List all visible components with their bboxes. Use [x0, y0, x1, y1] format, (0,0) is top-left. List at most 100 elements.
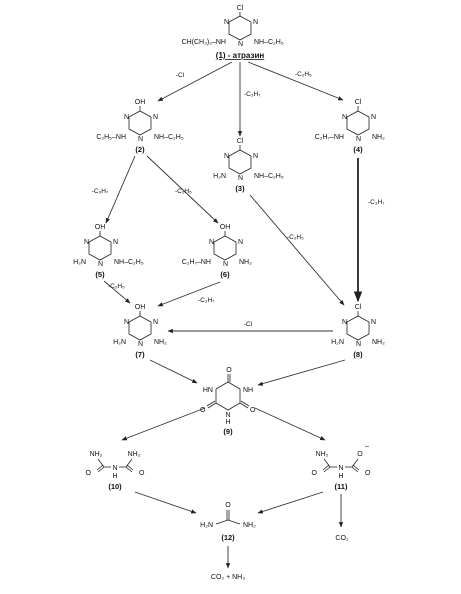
c10-label: (10) — [108, 482, 122, 491]
c1-left-substituent: CH(CH₃)₂–NH — [182, 39, 226, 46]
c3-n: N — [253, 153, 258, 160]
c8-n: N — [356, 341, 361, 348]
label-r1-3: -C₃H₇ — [244, 91, 260, 98]
c1-right-substituent: NH–C₂H₅ — [254, 39, 284, 46]
c11-o: O — [312, 470, 318, 477]
c7-right-substituent: NH₂ — [154, 339, 167, 346]
label-r1-4: -C₂H₅ — [295, 71, 312, 78]
c5-n: N — [98, 261, 103, 268]
c11-o: O — [357, 451, 363, 458]
c9-o: O — [226, 367, 232, 374]
c9-n: N — [225, 412, 230, 419]
c1-n: N — [238, 41, 243, 48]
c4-right-substituent: NH₂ — [372, 134, 385, 141]
c6-oh: OH — [220, 224, 231, 231]
c12-left: H₂N — [200, 522, 213, 529]
c11-charge: – — [365, 443, 369, 450]
c1-n: N — [253, 19, 258, 26]
arrow-11-to-12 — [257, 491, 324, 514]
compound-5: OH N N N H₂N NH–C₂H₅ (5) — [73, 224, 144, 279]
c8-cl: Cl — [355, 304, 362, 311]
c9-h: H — [225, 419, 230, 426]
compound-4: Cl N N N C₂H₇–NH NH₂ (4) — [315, 99, 385, 154]
c10-nh2: NH₂ — [128, 451, 141, 458]
c2-oh: OH — [135, 99, 146, 106]
compound-9-cyanuric-acid: O O O HN NH N H (9) — [200, 367, 256, 436]
c3-right-substituent: NH–C₂H₅ — [254, 173, 284, 180]
c2-n: N — [138, 136, 143, 143]
arrow-10-to-12 — [134, 491, 197, 514]
c11-n: N — [338, 465, 343, 472]
arrow-1-to-2 — [157, 61, 233, 102]
final-products: CO₂ + NH₃ — [211, 574, 245, 581]
compound-6: OH N N N C₂H₇–NH NH₂ (6) — [182, 224, 252, 279]
label-r2-6: -C₂H₅ — [175, 188, 192, 195]
label-r1-2: -Cl — [176, 72, 185, 79]
c2-right-substituent: NH–C₂H₅ — [154, 134, 184, 141]
c10-nh2: NH₂ — [90, 451, 103, 458]
arrow-9-to-11 — [254, 407, 326, 441]
c8-left-substituent: H₂N — [331, 339, 344, 346]
compound-3: Cl N N N H₂N NH–C₂H₅ (3) — [213, 138, 284, 193]
c8-label: (8) — [353, 350, 363, 359]
c9-o: O — [200, 407, 206, 414]
c3-n: N — [238, 175, 243, 182]
c7-label: (7) — [135, 350, 145, 359]
c7-left-substituent: H₂N — [113, 339, 126, 346]
c6-n: N — [209, 239, 214, 246]
c5-oh: OH — [95, 224, 106, 231]
c5-n: N — [84, 239, 89, 246]
c7-n: N — [138, 341, 143, 348]
arrow-7-to-9 — [149, 359, 198, 384]
arrow-5-to-7 — [103, 280, 131, 304]
compound-2: OH N N N C₂H₅–NH NH–C₂H₅ (2) — [96, 99, 183, 154]
compound-8: Cl N N N H₂N NH₂ (8) — [331, 304, 385, 359]
c5-n: N — [113, 239, 118, 246]
compound-11-allophanate: NH₂ – O O O N H (11) — [312, 443, 371, 491]
c4-n: N — [342, 114, 347, 121]
c10-h: H — [112, 473, 117, 480]
c2-n: N — [124, 114, 129, 121]
c6-n: N — [223, 261, 228, 268]
c4-left-substituent: C₂H₇–NH — [315, 134, 344, 141]
c11-label: (11) — [335, 482, 348, 491]
c8-n: N — [342, 319, 347, 326]
arrow-8-to-9 — [257, 359, 346, 386]
c7-n: N — [124, 319, 129, 326]
label-r5-7: -C₂H₅ — [108, 283, 125, 290]
c9-nh: NH — [243, 387, 253, 394]
c9-hn: HN — [203, 387, 213, 394]
c3-label: (3) — [235, 184, 245, 193]
c8-n: N — [371, 319, 376, 326]
c12-right: NH₂ — [243, 522, 256, 529]
c2-left-substituent: C₂H₅–NH — [96, 134, 126, 141]
c7-oh: OH — [135, 304, 146, 311]
c1-label: (1) - атразин — [216, 51, 265, 60]
c6-label: (6) — [220, 270, 230, 279]
compound-10-biuret: NH₂ NH₂ O O N H (10) — [86, 451, 145, 491]
arrow-2-to-6 — [146, 155, 219, 224]
c4-cl: Cl — [355, 99, 362, 106]
c3-n: N — [224, 153, 229, 160]
c10-o: O — [139, 470, 145, 477]
c3-cl: Cl — [237, 138, 244, 145]
c2-label: (2) — [135, 145, 145, 154]
c6-left-substituent: C₂H₇–NH — [182, 259, 211, 266]
c11-o: O — [365, 470, 371, 477]
arrow-2-to-5 — [105, 155, 136, 224]
c6-n: N — [238, 239, 243, 246]
arrow-9-to-10 — [121, 407, 206, 441]
compound-12-urea: O H₂N NH₂ (12) — [200, 502, 256, 542]
c2-n: N — [153, 114, 158, 121]
label-r4-8: -C₃H₇ — [368, 199, 384, 206]
co2-product: CO₂ — [335, 535, 349, 542]
label-r3-8: -C₂H₅ — [287, 234, 304, 241]
c11-h: H — [338, 473, 343, 480]
c10-n: N — [112, 465, 117, 472]
c1-cl: Cl — [237, 5, 244, 12]
compound-7: OH N N N H₂N NH₂ (7) — [113, 304, 167, 359]
c9-o: O — [250, 407, 256, 414]
c3-left-substituent: H₂N — [213, 173, 226, 180]
c5-left-substituent: H₂N — [73, 259, 86, 266]
